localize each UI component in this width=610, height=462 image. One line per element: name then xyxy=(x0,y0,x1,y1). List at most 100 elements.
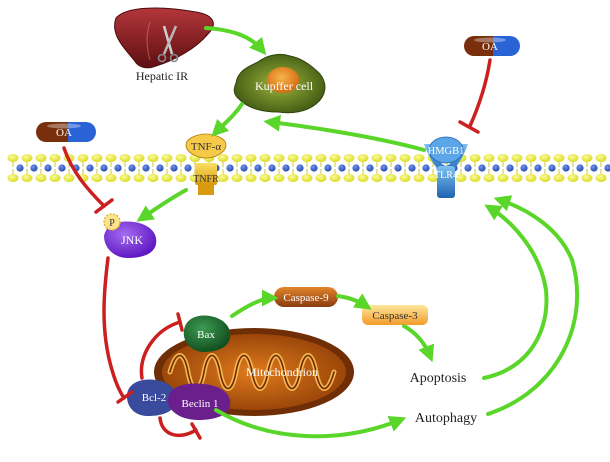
lipid-head xyxy=(49,154,61,162)
beclin1-label: Beclin 1 xyxy=(182,398,219,410)
lipid-head xyxy=(273,154,285,162)
lipid-head xyxy=(497,154,509,162)
lipid-head xyxy=(231,154,243,162)
membrane-protein-dot xyxy=(268,164,276,172)
lipid-head xyxy=(343,154,355,162)
inhibit-oa-to-hmgb1 xyxy=(468,58,492,128)
lipid-head xyxy=(105,174,117,182)
tnf-alpha-ligand xyxy=(185,133,227,159)
arrow-caspase3-to-apoptosis xyxy=(402,324,435,363)
membrane-protein-dot xyxy=(58,164,66,172)
caspase-3-label: Caspase-3 xyxy=(372,310,418,322)
bcl2-label: Bcl-2 xyxy=(142,392,166,404)
jnk-label: JNK xyxy=(121,233,143,247)
lipid-head xyxy=(91,174,103,182)
inhibit-bar-bax xyxy=(176,312,184,332)
hepatic-ir-label: Hepatic IR xyxy=(136,69,188,83)
lipid-head xyxy=(595,154,607,162)
membrane-protein-dot xyxy=(338,164,346,172)
lipid-head xyxy=(287,154,299,162)
autophagy-label: Autophagy xyxy=(415,411,477,426)
apoptosis-label: Apoptosis xyxy=(410,371,467,386)
lipid-head xyxy=(301,174,313,182)
lipid-head xyxy=(147,174,159,182)
tlr4-label: TLR4 xyxy=(434,170,458,181)
lipid-head xyxy=(287,174,299,182)
inhibit-bar-bcl2 xyxy=(116,390,134,404)
lipid-head xyxy=(399,174,411,182)
jnk-protein xyxy=(104,221,157,258)
lipid-head xyxy=(511,154,523,162)
membrane-protein-dot xyxy=(296,164,304,172)
arrow-caspase9-to-caspase3 xyxy=(336,293,372,310)
lipid-head xyxy=(119,174,131,182)
membrane-protein-dot xyxy=(604,164,610,172)
lipid-head xyxy=(371,174,383,182)
membrane-protein-dot xyxy=(254,164,262,172)
lipid-head xyxy=(371,154,383,162)
lipid-head xyxy=(133,154,145,162)
membrane-protein-dot xyxy=(366,164,374,172)
arrow-autophagy-to-tlr4 xyxy=(486,195,580,416)
mitochondrion-label: Mitochondrion xyxy=(246,365,318,379)
lipid-head xyxy=(245,174,257,182)
arrow-hmgb1-to-kupffer xyxy=(263,114,426,152)
lipid-head xyxy=(21,174,33,182)
membrane-protein-dot xyxy=(478,164,486,172)
phosphate-badge xyxy=(103,213,121,231)
inhibit-bar-hmgb1 xyxy=(458,120,480,134)
membrane-protein-dot xyxy=(128,164,136,172)
membrane-protein-dot xyxy=(142,164,150,172)
lipid-head xyxy=(161,174,173,182)
lipid-head xyxy=(21,154,33,162)
inhibit-oa-to-jnk xyxy=(62,146,106,208)
membrane-protein-dot xyxy=(352,164,360,172)
inhibit-bar-jnk xyxy=(94,198,114,214)
lipid-head xyxy=(7,154,19,162)
lipid-head xyxy=(329,174,341,182)
lipid-head xyxy=(175,154,187,162)
lipid-head xyxy=(553,174,565,182)
lipid-head xyxy=(77,154,89,162)
lipid-head xyxy=(231,174,243,182)
membrane-protein-dot xyxy=(394,164,402,172)
kupffer-cell-label: Kupffer cell xyxy=(255,79,314,93)
lipid-head xyxy=(483,174,495,182)
phosphate-label: P xyxy=(109,218,115,229)
inhibit-bcl2-to-bax xyxy=(139,320,182,380)
membrane-protein-dot xyxy=(240,164,248,172)
arrow-hepatic-ir-to-kupffer xyxy=(204,26,267,56)
lipid-head xyxy=(35,174,47,182)
membrane-protein-dot xyxy=(184,164,192,172)
scissors-icon xyxy=(157,25,179,63)
lipid-head xyxy=(567,154,579,162)
membrane-protein-dot xyxy=(324,164,332,172)
membrane-protein-dot xyxy=(44,164,52,172)
lipid-head xyxy=(119,154,131,162)
lipid-head xyxy=(133,174,145,182)
membrane-protein-dot xyxy=(310,164,318,172)
lipid-head xyxy=(273,174,285,182)
arrow-beclin1-to-autophagy xyxy=(214,408,407,439)
lipid-head xyxy=(539,154,551,162)
capsule-icon xyxy=(36,122,96,142)
hmgb1-label: HMGB1 xyxy=(428,146,465,157)
lipid-head xyxy=(399,154,411,162)
inhibit-bar-beclin1 xyxy=(190,422,202,440)
lipid-head xyxy=(385,174,397,182)
membrane-protein-dot xyxy=(380,164,388,172)
lipid-head xyxy=(315,174,327,182)
liver-icon xyxy=(114,7,214,69)
membrane-protein-dot xyxy=(562,164,570,172)
membrane-protein-dot xyxy=(520,164,528,172)
lipid-head xyxy=(175,174,187,182)
lipid-head xyxy=(357,174,369,182)
lipid-head xyxy=(259,174,271,182)
lipid-head xyxy=(329,154,341,162)
lipid-head xyxy=(595,174,607,182)
lipid-head xyxy=(105,154,117,162)
lipid-head xyxy=(245,154,257,162)
lipid-head xyxy=(63,174,75,182)
arrow-apoptosis-to-tlr4 xyxy=(482,204,549,380)
